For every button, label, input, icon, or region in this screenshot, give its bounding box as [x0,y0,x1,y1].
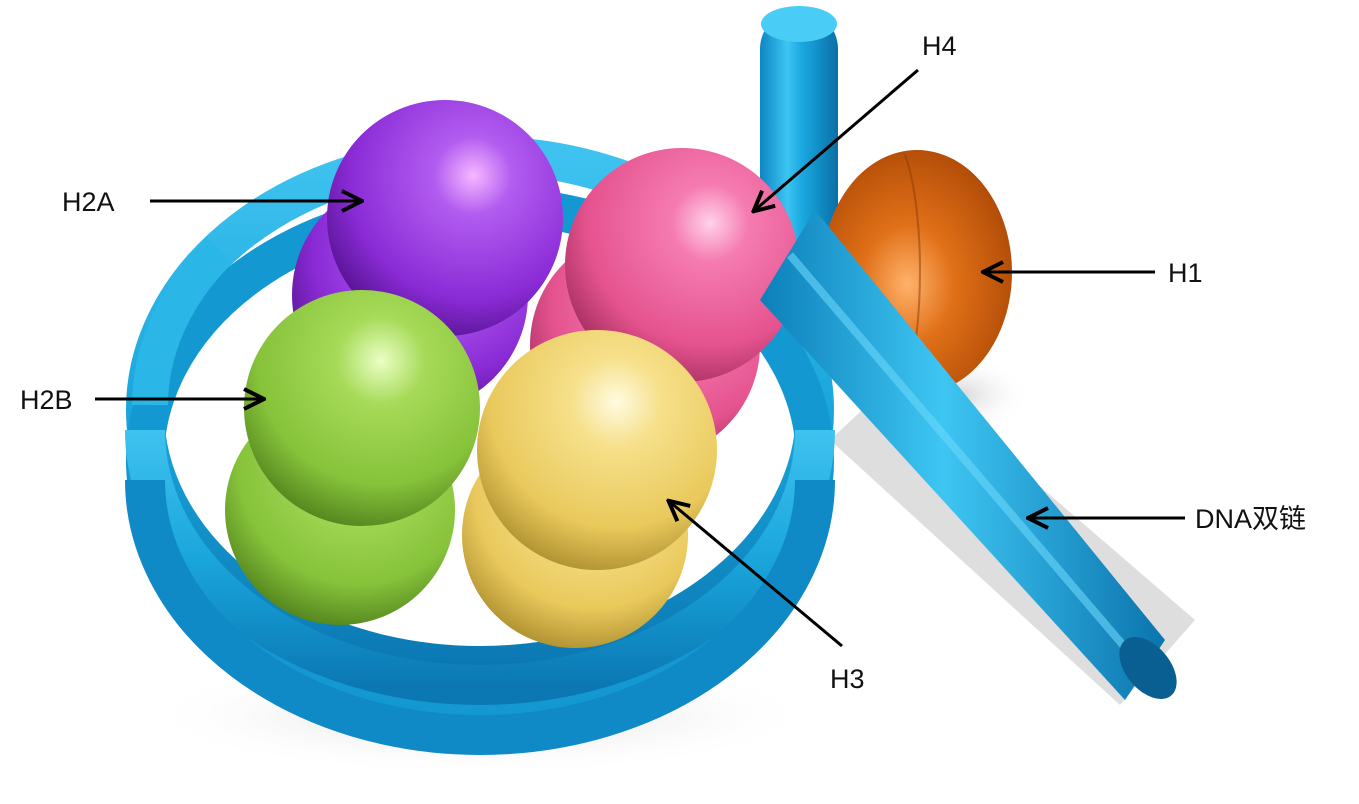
histone-h3-upper [477,330,717,570]
label-h3: H3 [830,664,865,694]
label-h2b: H2B [20,385,73,415]
label-h1: H1 [1168,258,1203,288]
label-dna: DNA双链 [1195,504,1306,534]
label-h2a: H2A [62,187,115,217]
label-h4: H4 [922,31,957,61]
histone-h2b-upper [244,290,480,526]
